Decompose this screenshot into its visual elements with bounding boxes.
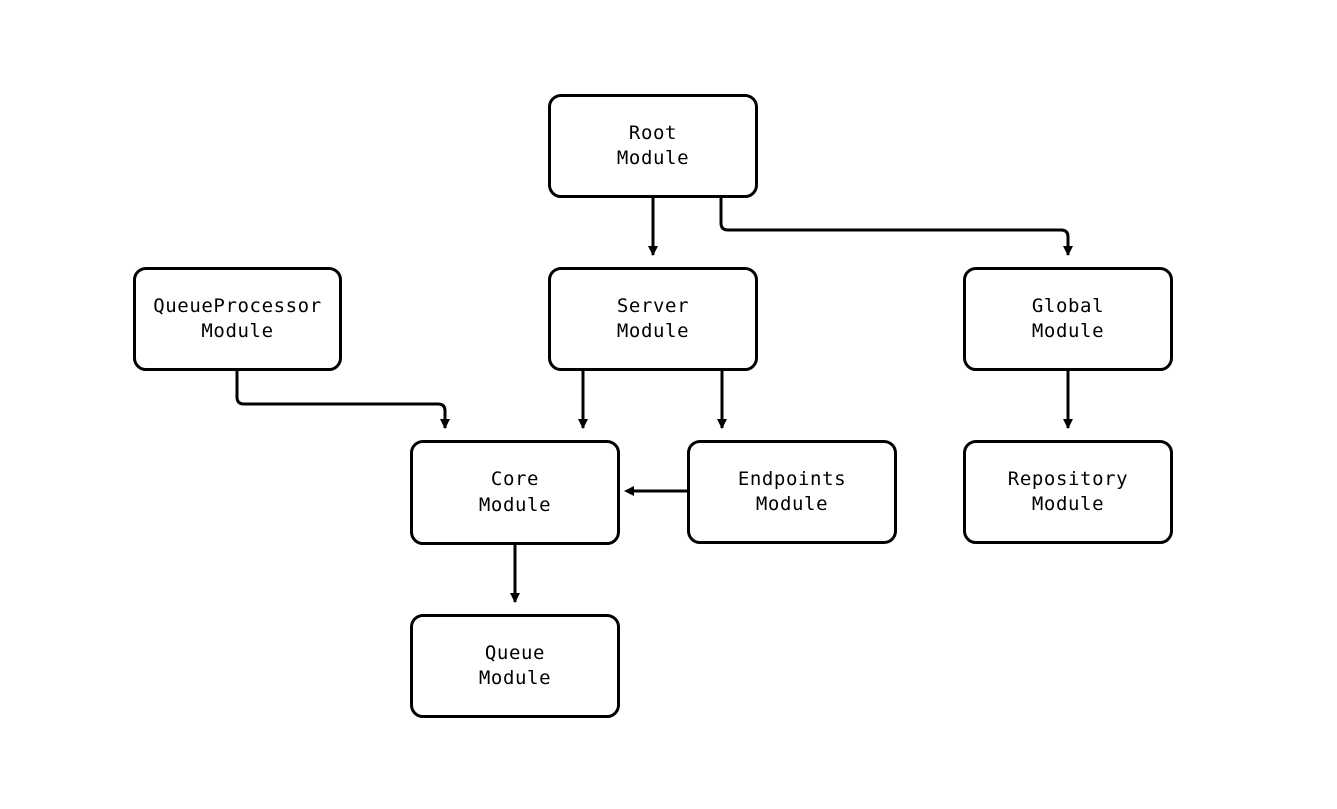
node-server-module[interactable]: Server Module — [548, 267, 758, 371]
node-global-module[interactable]: Global Module — [963, 267, 1173, 371]
node-root-module[interactable]: Root Module — [548, 94, 758, 198]
edge-root-to-global — [719, 198, 1073, 256]
node-queueprocessor-module-kind: Module — [201, 320, 274, 342]
node-endpoints-module-kind: Module — [755, 493, 829, 515]
node-core-module-kind: Module — [478, 493, 552, 516]
node-server-module-name: Server — [616, 294, 690, 317]
node-queue-module[interactable]: Queue Module — [410, 614, 620, 718]
node-endpoints-module-name: Endpoints — [737, 467, 847, 490]
node-endpoints-module[interactable]: Endpoints Module — [687, 440, 897, 544]
node-core-module[interactable]: Core Module — [410, 440, 620, 545]
node-repository-module-kind: Module — [1031, 493, 1105, 515]
node-server-module-kind: Module — [616, 320, 690, 342]
node-root-module-kind: Module — [616, 147, 690, 169]
edge-queueprocessor-to-core — [235, 371, 450, 429]
node-queue-module-name: Queue — [484, 641, 546, 664]
node-root-module-name: Root — [628, 121, 678, 144]
node-queue-module-kind: Module — [478, 667, 552, 689]
node-core-module-name: Core — [490, 468, 540, 491]
node-queueprocessor-module-name: QueueProcessor — [153, 294, 322, 317]
node-global-module-name: Global — [1031, 294, 1105, 317]
node-global-module-kind: Module — [1031, 320, 1105, 342]
node-repository-module-name: Repository — [1007, 467, 1129, 490]
node-queueprocessor-module[interactable]: QueueProcessor Module — [133, 267, 342, 371]
node-repository-module[interactable]: Repository Module — [963, 440, 1173, 544]
